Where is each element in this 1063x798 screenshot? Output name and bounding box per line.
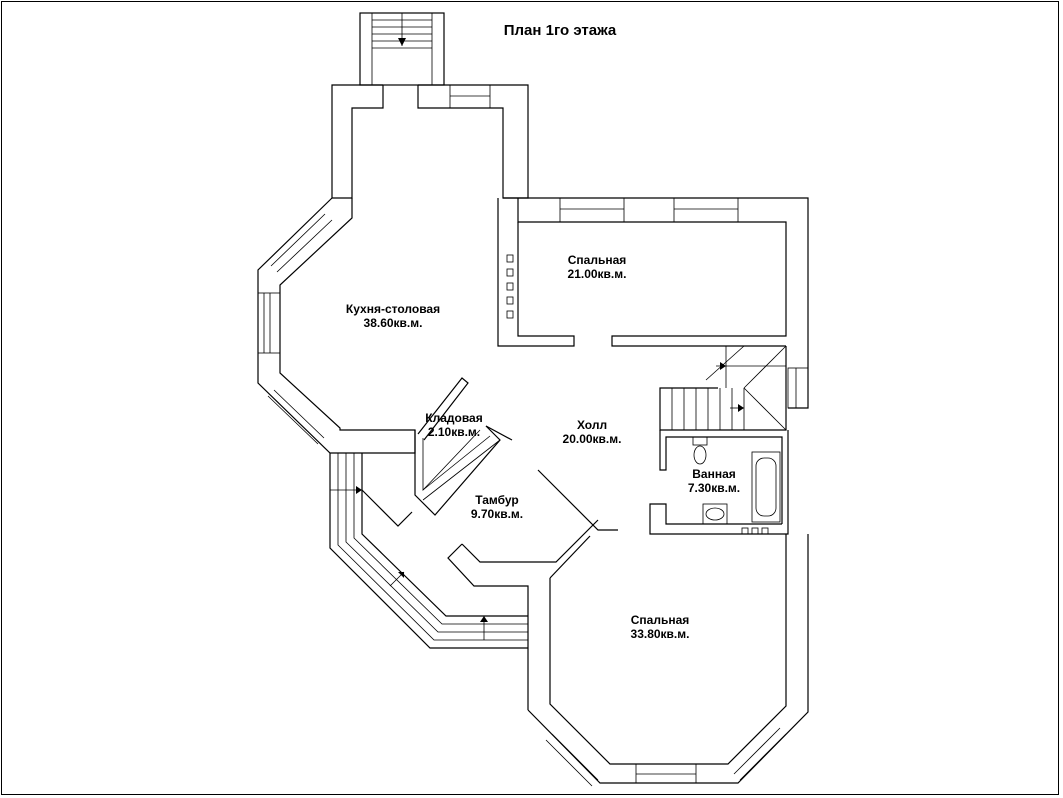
- room-label-pantry: Кладовая 2.10кв.м.: [425, 411, 482, 439]
- room-label-hall: Холл 20.00кв.м.: [563, 418, 622, 446]
- room-name: Спальная: [630, 613, 690, 627]
- room-label-kitchen: Кухня-столовая 38.60кв.м.: [346, 302, 440, 330]
- room-area: 33.80кв.м.: [630, 627, 690, 641]
- interior-stairs: [659, 345, 809, 431]
- bedroom-2-walls: [527, 534, 809, 787]
- room-name: Холл: [576, 418, 608, 432]
- room-area: 38.60кв.м.: [363, 316, 423, 330]
- room-name: Тамбур: [475, 493, 519, 507]
- room-label-bedroom-2: Спальная 33.80кв.м.: [631, 613, 690, 641]
- porch-stairs: [359, 12, 445, 86]
- bathroom-walls: [649, 430, 789, 535]
- room-name: Кухня-столовая: [345, 302, 441, 316]
- room-label-bathroom: Ванная 7.30кв.м.: [688, 467, 740, 495]
- room-label-bedroom-1: Спальная 21.00кв.м.: [568, 253, 627, 281]
- room-area: 9.70кв.м.: [470, 507, 524, 521]
- room-area: 20.00кв.м.: [562, 432, 622, 446]
- room-name: Спальная: [567, 253, 627, 267]
- kitchen-walls: [257, 84, 529, 454]
- plan-title: План 1го этажа: [503, 22, 617, 39]
- vestibule-walls: [329, 453, 618, 710]
- pantry-walls: [414, 377, 513, 516]
- room-name: Ванная: [692, 467, 736, 481]
- room-area: 2.10кв.м.: [427, 425, 481, 439]
- bedroom-1-walls: [497, 197, 809, 409]
- room-area: 7.30кв.м.: [687, 481, 741, 495]
- room-label-vestibule: Тамбур 9.70кв.м.: [471, 493, 523, 521]
- room-area: 21.00кв.м.: [567, 267, 627, 281]
- room-name: Кладовая: [425, 411, 483, 425]
